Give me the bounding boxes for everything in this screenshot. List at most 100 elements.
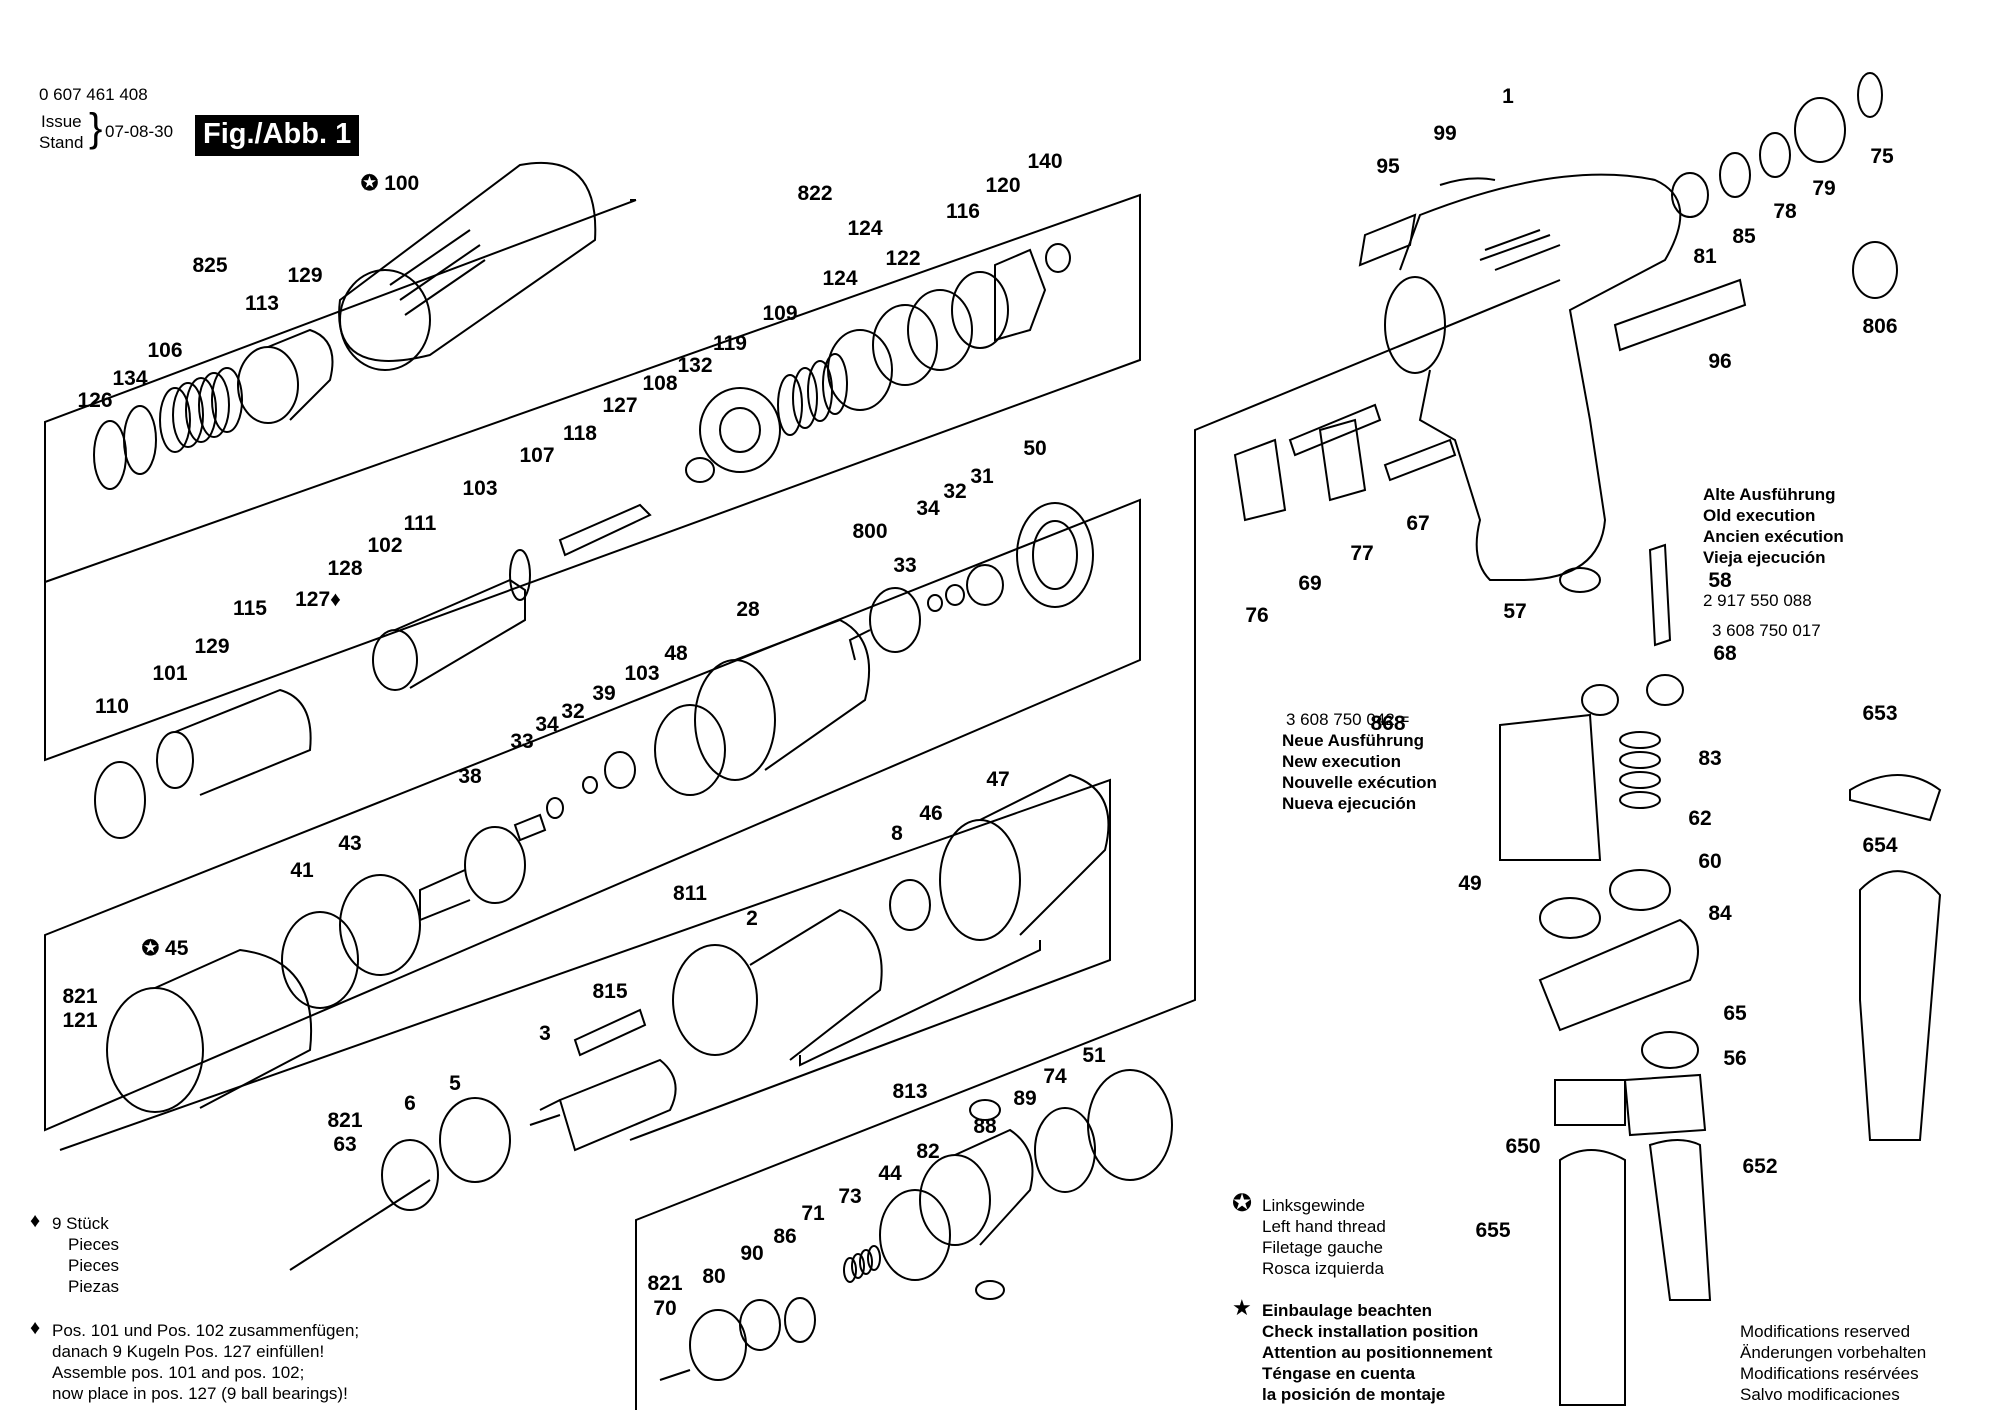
part-number-label: 89 — [1013, 1087, 1036, 1110]
part-number-label: 46 — [919, 802, 942, 825]
new-execution-title-es: Nueva ejecución — [1282, 794, 1417, 813]
part-number-label: 128 — [327, 557, 362, 580]
left-hand-note-es: Rosca izquierda — [1262, 1259, 1384, 1278]
spring-part-109 — [777, 353, 848, 436]
modifications-note-fr: Modifications resérvées — [1740, 1364, 1919, 1383]
old-execution-title-en: Old execution — [1703, 506, 1816, 525]
part-number-label: ✪ 45 — [142, 937, 189, 960]
trigger-part-77 — [1318, 418, 1367, 502]
part-number-label: 1 — [1502, 85, 1514, 108]
collar-part-113 — [237, 328, 334, 424]
part-number-label: 57 — [1503, 600, 1526, 623]
part-number-label: 76 — [1245, 604, 1268, 627]
install-bracket — [799, 940, 1041, 1067]
part-number-label: 49 — [1458, 872, 1481, 895]
part-number-label: 56 — [1723, 1047, 1746, 1070]
part-number-label: 85 — [1732, 225, 1756, 248]
part-number-label: 124 — [847, 217, 882, 240]
part-number-label: 77 — [1350, 542, 1373, 565]
part-number-label: 8 — [891, 822, 903, 845]
install-note-5: la posición de montaje — [1262, 1385, 1446, 1404]
assemble-note-4: now place in pos. 127 (9 ball bearings)! — [52, 1384, 348, 1403]
new-execution-title-fr: Nouvelle exécution — [1282, 773, 1437, 792]
ring-gear-part-28 — [694, 618, 871, 781]
screw-part-79 — [1794, 97, 1846, 163]
part-number-label: 821 — [327, 1109, 362, 1132]
part-number-label: 102 — [367, 534, 402, 557]
part-number-label: 815 — [592, 980, 627, 1003]
plate-part-89 — [975, 1280, 1005, 1300]
spring-part-106 — [159, 367, 243, 453]
part-number-label: 47 — [986, 768, 1009, 791]
part-number-label: 2 — [746, 907, 758, 930]
stand-label: Stand — [39, 133, 84, 152]
washer-part-34b — [546, 797, 564, 819]
install-note-4: Téngase en cuenta — [1262, 1364, 1416, 1383]
modifications-note-es: Salvo modificaciones — [1740, 1385, 1900, 1404]
part-number-label: 813 — [892, 1080, 927, 1103]
valve-part-868 — [1581, 684, 1619, 716]
part-number-label: 110 — [95, 695, 129, 718]
part-number-label: 81 — [1693, 245, 1717, 268]
new-execution-title-en: New execution — [1282, 752, 1402, 771]
trigger-part-76 — [1233, 438, 1287, 522]
part-number-label: 99 — [1433, 122, 1456, 145]
cylinder-part-47 — [939, 773, 1110, 941]
ring-part-110 — [94, 761, 146, 839]
part-number-label: 825 — [192, 254, 227, 277]
part-number-label: 44 — [878, 1162, 902, 1185]
spring-part-85 — [1719, 152, 1751, 198]
spring-part-73 — [843, 1245, 881, 1283]
part-number-label: 65 — [1723, 1002, 1747, 1025]
issue-label: Issue — [41, 112, 82, 131]
ring-part-116 — [951, 271, 1009, 349]
panel-outline-3 — [44, 498, 1141, 1132]
part-number-label: 33 — [510, 730, 533, 753]
washer-part-34 — [927, 594, 943, 612]
part-number-label: 868 — [1370, 712, 1405, 735]
rotor-part-3 — [529, 1058, 677, 1152]
part-number-label: 116 — [946, 200, 980, 223]
o-ring-part-78 — [1759, 132, 1791, 178]
part-number-label: 48 — [664, 642, 688, 665]
part-number-label: 129 — [287, 264, 322, 287]
bearing-part-6 — [381, 1139, 439, 1211]
ring-part-140 — [1045, 243, 1071, 273]
install-note-1: Einbaulage beachten — [1262, 1301, 1433, 1320]
gear-part-31 — [966, 564, 1004, 606]
bearing-part-8 — [889, 879, 931, 931]
part-number-label: 33 — [893, 554, 916, 577]
part-number-label: 806 — [1862, 315, 1897, 338]
part-number-label: 34 — [535, 713, 559, 736]
plate-part-5 — [439, 1097, 511, 1183]
washer-part-48 — [654, 704, 726, 796]
part-number-label: 62 — [1688, 807, 1711, 830]
figure-label: Fig./Abb. 1 — [195, 115, 360, 156]
pin-part-69 — [1288, 403, 1382, 457]
part-number-label: 82 — [916, 1140, 939, 1163]
diamond-icon: ♦ — [30, 1210, 41, 1232]
part-number-label: 106 — [147, 339, 182, 362]
part-number-label: 71 — [801, 1202, 825, 1225]
left-hand-note-fr: Filetage gauche — [1262, 1238, 1383, 1257]
o-ring-part-44 — [879, 1189, 951, 1281]
star-circle-icon: ✪ — [1232, 1190, 1253, 1217]
label-part-99 — [1439, 177, 1496, 186]
part-number-label: 83 — [1698, 747, 1721, 770]
part-number-label: 113 — [245, 292, 279, 315]
part-number-label: 31 — [970, 465, 994, 488]
panel-outline-1 — [44, 199, 637, 582]
part-number-label: 654 — [1862, 834, 1897, 857]
part-number-label: 68 — [1713, 642, 1737, 665]
ring-part-126 — [93, 420, 127, 490]
bearing-part-122 — [872, 304, 938, 386]
install-note-2: Check installation position — [1262, 1322, 1479, 1341]
star-icon: ★ — [1232, 1295, 1252, 1320]
screw-part-132 — [685, 457, 715, 483]
part-number-label: 140 — [1027, 150, 1062, 173]
part-number-label: 111 — [404, 512, 437, 535]
screen-part-62 — [1539, 897, 1601, 939]
part-number-label: 120 — [985, 174, 1020, 197]
o-ring-part-65 — [1641, 1031, 1699, 1069]
label-part-96 — [1613, 278, 1747, 352]
